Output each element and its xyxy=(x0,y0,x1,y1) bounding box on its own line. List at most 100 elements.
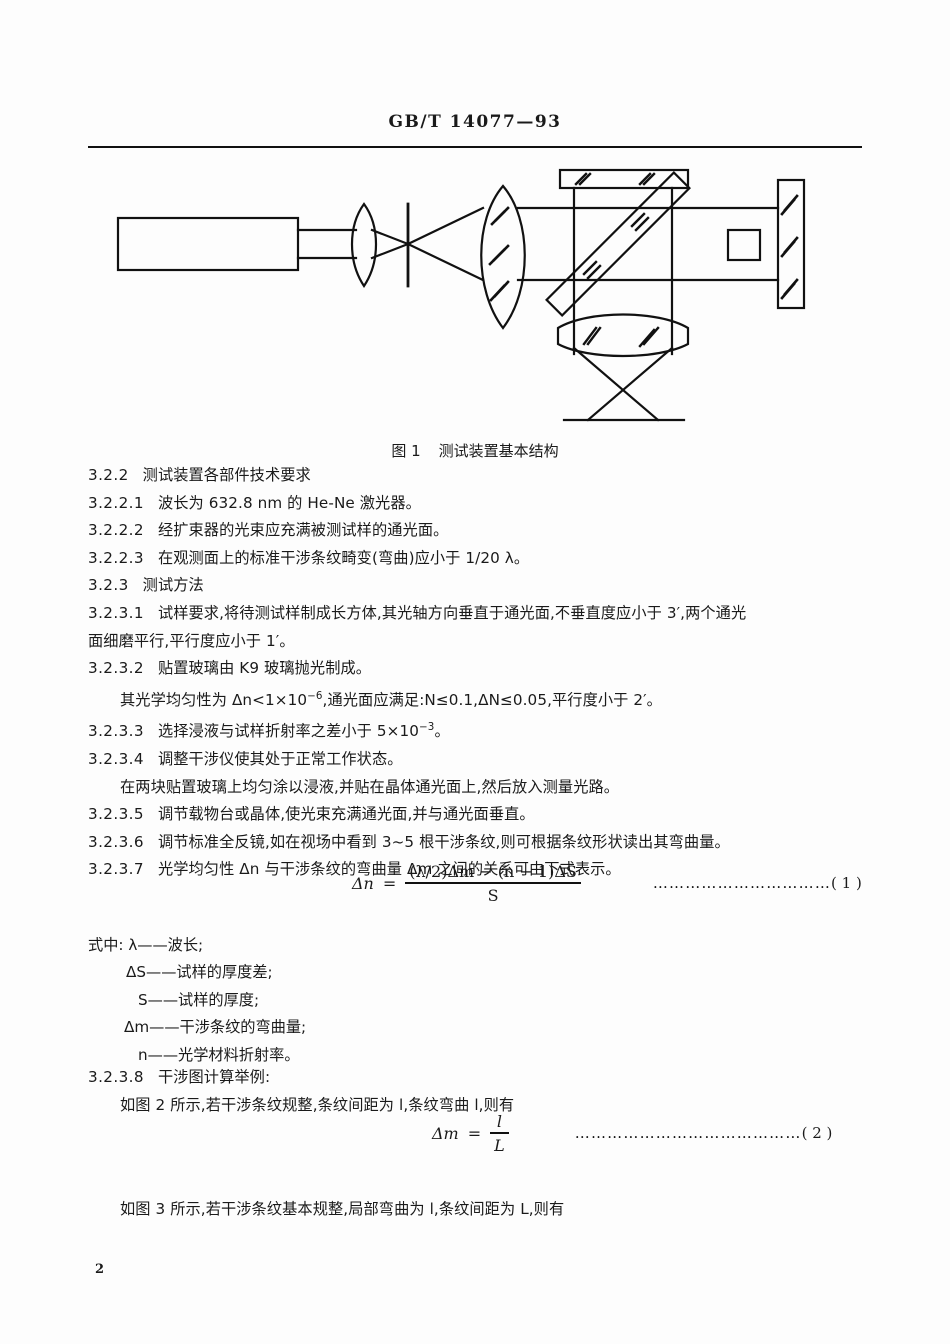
clause-3-2-3-2-sub-b: ,通光面应满足:N≤0.1,ΔN≤0.05,平行度小于 2′。 xyxy=(322,690,662,709)
formula-2-denominator: L xyxy=(494,1135,505,1155)
figure-1-caption: 图 1 测试装置基本结构 xyxy=(0,440,950,461)
sample-specimen xyxy=(726,228,762,262)
header-divider-rule xyxy=(88,146,862,148)
clause-3-2-2-2: 3.2.2.2 经扩束器的光束应充满被测试样的通光面。 xyxy=(88,517,870,545)
beam-splitter xyxy=(545,171,691,317)
clause-3-2-3-8-text: 干涉图计算举例: xyxy=(157,1068,271,1086)
page-header-standard-number: GB/T 14077—93 xyxy=(388,112,562,132)
clause-3-2-3-1-number: 3.2.3.1 xyxy=(88,603,144,622)
clause-3-2-3-3-exponent: −3 xyxy=(419,721,435,734)
document-body-tail: 如图 3 所示,若干涉条纹基本规整,局部弯曲为 l,条纹间距为 L,则有 xyxy=(88,1196,870,1224)
document-body: 3.2.2 测试装置各部件技术要求 3.2.2.1 波长为 632.8 nm 的 H… xyxy=(88,462,870,884)
clause-3-2-3-8-number: 3.2.3.8 xyxy=(88,1068,144,1086)
formula-1-leader-dots: …………………………… xyxy=(652,874,832,893)
clause-3-2-3-6: 3.2.3.6 调节标准全反镜,如在视场中看到 3~5 根干涉条纹,则可根据条纹形… xyxy=(88,829,870,857)
clause-3-2-3-7-number: 3.2.3.7 xyxy=(88,860,144,879)
collimating-lens xyxy=(480,184,526,330)
clause-3-2-3-3: 3.2.3.3 选择浸液与试样折射率之差小于 5×10−3。 xyxy=(88,714,870,746)
document-body-continued: 3.2.3.8 干涉图计算举例: 如图 2 所示,若干涉条纹规整,条纹间距为 l,… xyxy=(88,1064,870,1119)
formula-2-lhs: Δm xyxy=(432,1123,459,1143)
clause-3-2-3-3-number: 3.2.3.3 xyxy=(88,722,144,741)
clause-3-2-2-3-text: 在观测面上的标准干涉条纹畸变(弯曲)应小于 1/20 λ。 xyxy=(157,548,530,567)
where-item-n: n——光学材料折射率。 xyxy=(138,1045,300,1064)
page-number: 2 xyxy=(95,1262,105,1277)
formula-2-numerator: l xyxy=(496,1112,503,1131)
formula-2-fraction-bar xyxy=(490,1132,509,1134)
clause-3-2-3-2-text: 贴置玻璃由 K9 玻璃抛光制成。 xyxy=(157,659,372,678)
clause-3-2-3-8-sub-1: 如图 2 所示,若干涉条纹规整,条纹间距为 l,条纹弯曲 l,则有 xyxy=(88,1092,870,1120)
clause-3-2-3-5-text: 调节载物台或晶体,使光束充满通光面,并与通光面垂直。 xyxy=(157,805,535,824)
clause-3-2-3-4-sub: 在两块贴置玻璃上均匀涂以浸液,并贴在晶体通光面上,然后放入测量光路。 xyxy=(88,774,870,802)
formula-1-equals: = xyxy=(382,873,397,893)
formula-1-row: Δn = (λ/2)Δm − (n − 1)ΔS S …………………………… (… xyxy=(0,862,950,905)
optical-diagram-svg xyxy=(116,168,806,422)
clause-3-2-2-2-number: 3.2.2.2 xyxy=(88,521,144,540)
formula-1-fraction-bar xyxy=(405,882,581,884)
clause-3-2-3-1-line-2: 面细磨平行,平行度应小于 1′。 xyxy=(88,628,870,656)
where-item-s: S——试样的厚度; xyxy=(138,990,260,1009)
clause-3-2-3-5: 3.2.3.5 调节载物台或晶体,使光束充满通光面,并与通光面垂直。 xyxy=(88,801,870,829)
clause-3-2-3-5-number: 3.2.3.5 xyxy=(88,805,144,824)
formula-2-row: Δm = l L …………………………………… ( 2 ) xyxy=(0,1112,950,1155)
clause-3-2-2-1-text: 波长为 632.8 nm 的 He-Ne 激光器。 xyxy=(157,493,421,512)
clause-3-2-2-1-number: 3.2.2.1 xyxy=(88,493,144,512)
clause-3-2-3-1-text-line-1: 试样要求,将待测试样制成长方体,其光轴方向垂直于通光面,不垂直度应小于 3′,两… xyxy=(157,603,747,622)
clause-3-2-3-4-number: 3.2.3.4 xyxy=(88,750,144,769)
where-lead: 式中: λ——波长; xyxy=(88,936,204,954)
laser-source-body xyxy=(116,216,300,272)
clause-3-2-3-8: 3.2.3.8 干涉图计算举例: xyxy=(88,1064,870,1092)
imaging-ray-a xyxy=(572,346,660,422)
clause-3-2-3-2-sub: 其光学均匀性为 Δn<1×10−6,通光面应满足:N≤0.1,ΔN≤0.05,平… xyxy=(88,683,870,715)
figure-1-optical-test-setup xyxy=(88,168,862,430)
clause-3-2-3-1-line-1: 3.2.3.1 试样要求,将待测试样制成长方体,其光轴方向垂直于通光面,不垂直度应… xyxy=(88,600,870,628)
clause-3-2-2-1: 3.2.2.1 波长为 632.8 nm 的 He-Ne 激光器。 xyxy=(88,490,870,518)
where-item-delta-s: ΔS——试样的厚度差; xyxy=(126,963,273,982)
clause-3-2-3-6-text: 调节标准全反镜,如在视场中看到 3~5 根干涉条纹,则可根据条纹形状读出其弯曲量… xyxy=(157,832,730,851)
formula-2: Δm = l L xyxy=(432,1112,509,1155)
clause-3-2-3-title: 测试方法 xyxy=(142,576,204,595)
formula-1-number: ( 1 ) xyxy=(831,874,862,893)
clause-3-2-3: 3.2.3 测试方法 xyxy=(88,572,870,600)
beam-expander-lens xyxy=(350,202,378,288)
clause-3-2-2-number: 3.2.2 xyxy=(88,466,129,484)
formula-2-fraction: l L xyxy=(490,1112,509,1155)
figure-1-label: 图 1 xyxy=(391,442,421,460)
where-item-delta-m: Δm——干涉条纹的弯曲量; xyxy=(124,1018,307,1037)
clause-3-2-3-3-text-a: 选择浸液与试样折射率之差小于 5×10 xyxy=(157,722,420,741)
imaging-lens xyxy=(556,313,690,358)
clause-3-2-3-6-number: 3.2.3.6 xyxy=(88,832,144,851)
clause-3-2-3-8-sub-2: 如图 3 所示,若干涉条纹基本规整,局部弯曲为 l,条纹间距为 L,则有 xyxy=(88,1196,870,1224)
clause-3-2-2-title: 测试装置各部件技术要求 xyxy=(142,466,311,484)
formula-1: Δn = (λ/2)Δm − (n − 1)ΔS S xyxy=(352,862,581,905)
clause-3-2-3-number: 3.2.3 xyxy=(88,576,129,595)
formula-2-leader-dots: …………………………………… xyxy=(574,1124,802,1143)
figure-1-title: 测试装置基本结构 xyxy=(438,442,559,460)
formula-2-equals: = xyxy=(467,1123,482,1143)
clause-3-2-3-4-sub-text: 在两块贴置玻璃上均匀涂以浸液,并贴在晶体通光面上,然后放入测量光路。 xyxy=(120,777,620,796)
imaging-ray-b xyxy=(586,346,674,422)
clause-3-2-2-2-text: 经扩束器的光束应充满被测试样的通光面。 xyxy=(157,521,449,540)
formula-1-fraction: (λ/2)Δm − (n − 1)ΔS S xyxy=(405,862,581,905)
formula-2-number: ( 2 ) xyxy=(801,1124,833,1143)
clause-3-2-3-1-text-line-2: 面细磨平行,平行度应小于 1′。 xyxy=(88,631,295,650)
clause-3-2-3-4: 3.2.3.4 调整干涉仪使其处于正常工作状态。 xyxy=(88,746,870,774)
formula-1-symbol-definitions: 式中: λ——波长; ΔS——试样的厚度差; S——试样的厚度; Δm——干涉条… xyxy=(88,932,788,1069)
reference-mirror xyxy=(558,168,690,190)
clause-3-2-2: 3.2.2 测试装置各部件技术要求 xyxy=(88,462,870,490)
clause-3-2-2-3: 3.2.2.3 在观测面上的标准干涉条纹畸变(弯曲)应小于 1/20 λ。 xyxy=(88,545,870,573)
clause-3-2-3-2-sub-a: 其光学均匀性为 Δn<1×10 xyxy=(120,690,308,709)
clause-3-2-3-2-exponent: −6 xyxy=(307,689,323,702)
end-mirror xyxy=(776,178,806,310)
formula-1-denominator: S xyxy=(487,885,499,905)
clause-3-2-3-7-text: 光学均匀性 Δn 与干涉条纹的弯曲量 Δm 之间的关系可由下式表示。 xyxy=(157,860,621,879)
clause-3-2-2-3-number: 3.2.2.3 xyxy=(88,548,144,567)
clause-3-2-3-3-text-b: 。 xyxy=(434,722,450,741)
clause-3-2-3-8-sub-1-text: 如图 2 所示,若干涉条纹规整,条纹间距为 l,条纹弯曲 l,则有 xyxy=(120,1095,515,1114)
clause-3-2-3-8-sub-2-text: 如图 3 所示,若干涉条纹基本规整,局部弯曲为 l,条纹间距为 L,则有 xyxy=(120,1200,565,1218)
clause-3-2-3-4-text: 调整干涉仪使其处于正常工作状态。 xyxy=(157,750,403,769)
formula-1-lhs: Δn xyxy=(352,873,374,893)
clause-3-2-3-7: 3.2.3.7 光学均匀性 Δn 与干涉条纹的弯曲量 Δm 之间的关系可由下式表示… xyxy=(88,856,870,884)
formula-1-numerator: (λ/2)Δm − (n − 1)ΔS xyxy=(409,862,577,881)
